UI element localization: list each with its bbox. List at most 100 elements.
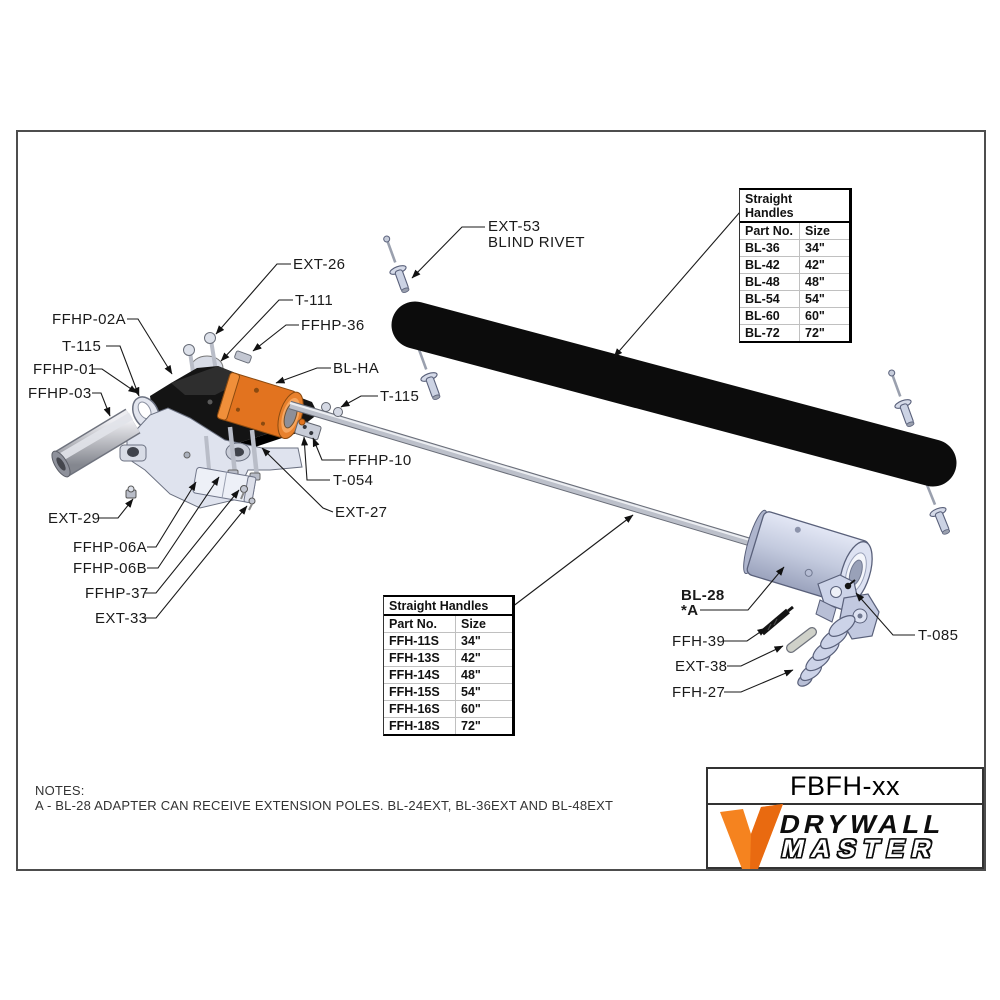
- size-cell: 60": [805, 309, 825, 323]
- plate-screw: [183, 451, 191, 459]
- label-ffhp-02a: FFHP-02A: [52, 311, 127, 328]
- leader-line: [724, 669, 794, 693]
- notes-heading: NOTES:: [35, 783, 85, 798]
- size-cell: 60": [461, 702, 481, 716]
- blind-rivet: [881, 365, 921, 431]
- drawing-number: FBFH-xx: [708, 769, 982, 805]
- clamp-hole: [127, 447, 139, 457]
- ext29-screw: [125, 485, 137, 499]
- leader-line: [340, 395, 378, 408]
- table-header-row: Part No. Size: [740, 223, 849, 239]
- bl28-adapter: [743, 509, 880, 687]
- part-cell: FFH-11S: [384, 633, 456, 649]
- leader-line: [92, 392, 111, 417]
- leader-line: [727, 645, 784, 667]
- block-screws: [240, 485, 256, 511]
- label-blind-rivet: BLIND RIVET: [488, 234, 585, 251]
- leader-line: [220, 299, 293, 362]
- col-header-size: Size: [805, 224, 831, 238]
- leader-line: [724, 627, 767, 642]
- part-cell: FFH-15S: [384, 684, 456, 700]
- foam-handle: [391, 301, 957, 487]
- part-cell: FFH-16S: [384, 701, 456, 717]
- table-row: FFH-13S 42": [384, 649, 512, 666]
- leader-line: [275, 367, 331, 384]
- label-ext-29: EXT-29: [48, 510, 101, 527]
- label-ext-38: EXT-38: [675, 658, 728, 675]
- t085-screw: [844, 579, 856, 590]
- label-ffhp-06a: FFHP-06A: [73, 539, 148, 556]
- col-header-part: Part No.: [740, 223, 800, 239]
- label-t-054: T-054: [333, 472, 374, 489]
- leader-line: [411, 226, 485, 279]
- label-ffhp-01: FFHP-01: [33, 361, 97, 378]
- label-ext-27: EXT-27: [335, 504, 388, 521]
- leader-line: [215, 263, 291, 335]
- leader-line-bl-table: [613, 211, 741, 358]
- bracket-hole: [207, 399, 213, 405]
- label-ffhp-10: FFHP-10: [348, 452, 412, 469]
- size-cell: 34": [805, 241, 825, 255]
- leader-line: [143, 505, 248, 619]
- label-ffhp-03: FFHP-03: [28, 385, 92, 402]
- size-cell: 54": [461, 685, 481, 699]
- table-row: BL-54 54": [740, 290, 849, 307]
- notes-body: A - BL-28 ADAPTER CAN RECEIVE EXTENSION …: [35, 798, 614, 813]
- leader-line: [145, 489, 240, 594]
- part-cell: BL-42: [740, 257, 800, 273]
- size-cell: 42": [461, 651, 481, 665]
- part-cell: FFH-18S: [384, 718, 456, 734]
- label-t-085: T-085: [918, 627, 959, 644]
- leader-line: [261, 447, 334, 513]
- label-bl-28-note: *A: [681, 602, 699, 619]
- part-cell: BL-36: [740, 240, 800, 256]
- part-cell: BL-60: [740, 308, 800, 324]
- size-cell: 54": [805, 292, 825, 306]
- bl-ha-coupler: [216, 372, 304, 440]
- label-bl-ha: BL-HA: [333, 360, 380, 377]
- table-row: FFH-16S 60": [384, 700, 512, 717]
- part-cell: FFH-14S: [384, 667, 456, 683]
- label-ffh-27: FFH-27: [672, 684, 726, 701]
- table-row: FFH-18S 72": [384, 717, 512, 734]
- part-cell: FFH-13S: [384, 650, 456, 666]
- table-row: BL-36 34": [740, 239, 849, 256]
- label-t-111: T-111: [295, 292, 334, 309]
- title-block: FBFH-xx DRYWALL MASTER: [706, 767, 984, 869]
- label-ffhp-06b: FFHP-06B: [73, 560, 148, 577]
- size-cell: 72": [461, 719, 481, 733]
- col-header-size: Size: [461, 617, 487, 631]
- ext38-pin: [786, 627, 817, 653]
- leader-line: [99, 498, 134, 519]
- logo-word-master: MASTER: [779, 835, 942, 863]
- part-cell: BL-54: [740, 291, 800, 307]
- table-header-row: Part No. Size: [384, 616, 512, 632]
- label-t-115-left: T-115: [62, 338, 102, 355]
- size-cell: 48": [805, 275, 825, 289]
- drywall-master-logo: DRYWALL MASTER: [708, 804, 982, 869]
- table-row: FFH-15S 54": [384, 683, 512, 700]
- leader-line: [147, 476, 220, 569]
- leader-line: [855, 592, 915, 636]
- label-ffhp-36: FFHP-36: [301, 317, 365, 334]
- table-row: BL-60 60": [740, 307, 849, 324]
- col-header-part: Part No.: [384, 616, 456, 632]
- handle-tube: [51, 408, 141, 478]
- leader-line: [700, 566, 785, 611]
- sheet-border: [16, 130, 986, 871]
- steel-rod: [288, 400, 802, 562]
- table-title: Straight Handles: [384, 597, 512, 616]
- label-bl-28: BL-28: [681, 587, 725, 604]
- leader-line: [92, 368, 138, 394]
- table-title: Straight Handles: [740, 190, 849, 223]
- mounting-plate: [126, 407, 303, 509]
